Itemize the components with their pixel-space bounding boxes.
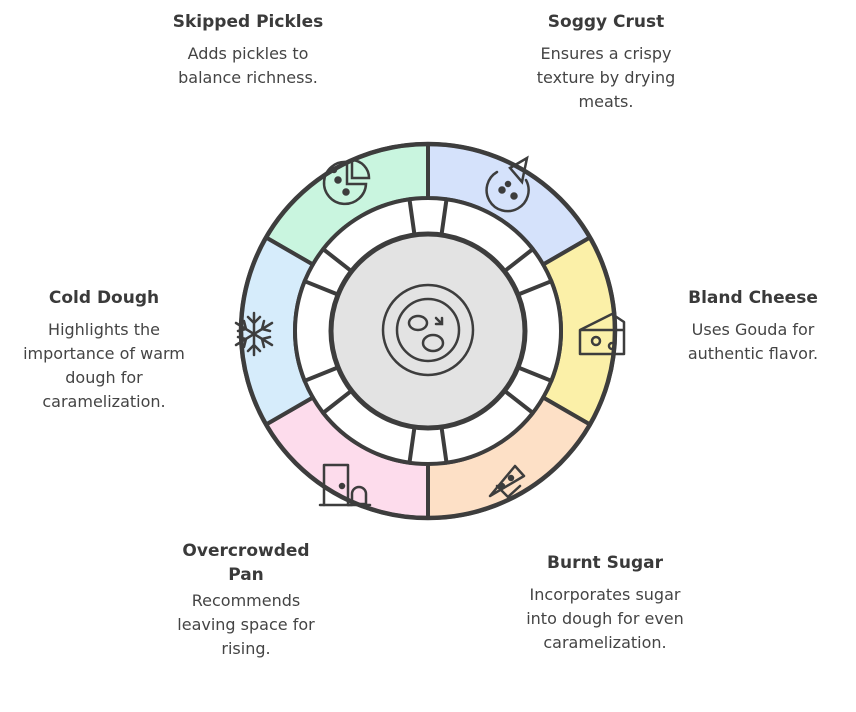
snowflake-icon [234,311,274,357]
segment-label-cold-dough: Cold Dough Highlights the importance of … [10,286,198,414]
segment-title: Overcrowded Pan [182,541,310,585]
segment-label-bland-cheese: Bland Cheese Uses Gouda for authentic fl… [660,286,846,366]
egg-plate-icon [381,283,475,377]
cheese-icon [578,312,626,356]
segment-title: Burnt Sugar [547,553,663,573]
pizza-slice-icon [485,155,530,213]
segment-description: Adds pickles to balance richness. [178,44,318,87]
segment-title: Cold Dough [48,288,160,308]
segment-title: Bland Cheese [688,288,818,308]
segment-title: Soggy Crust [547,12,665,32]
inner-ring [293,197,563,465]
center-disc [328,231,528,431]
segment-description: Recommends leaving space for rising. [177,591,315,658]
segment-description: Highlights the importance of warm dough … [23,320,185,411]
segment-description: Ensures a crispy texture by drying meats… [536,44,676,111]
segment-label-burnt-sugar: Burnt Sugar Incorporates sugar into doug… [510,551,700,655]
segment-label-soggy-crust: Soggy Crust Ensures a crispy texture by … [506,10,706,114]
segment-title: Skipped Pickles [172,12,324,32]
pizza-icon [322,158,371,206]
door-bell-icon [318,463,372,507]
segment-label-skipped-pickles: Skipped Pickles Adds pickles to balance … [148,10,348,90]
segment-description: Uses Gouda for authentic flavor. [687,320,819,363]
pizza-slice-hand-icon [488,464,526,499]
segment-description: Incorporates sugar into dough for even c… [526,585,684,652]
segment-label-overcrowded-pan: Overcrowded Pan Recommends leaving space… [164,539,328,661]
